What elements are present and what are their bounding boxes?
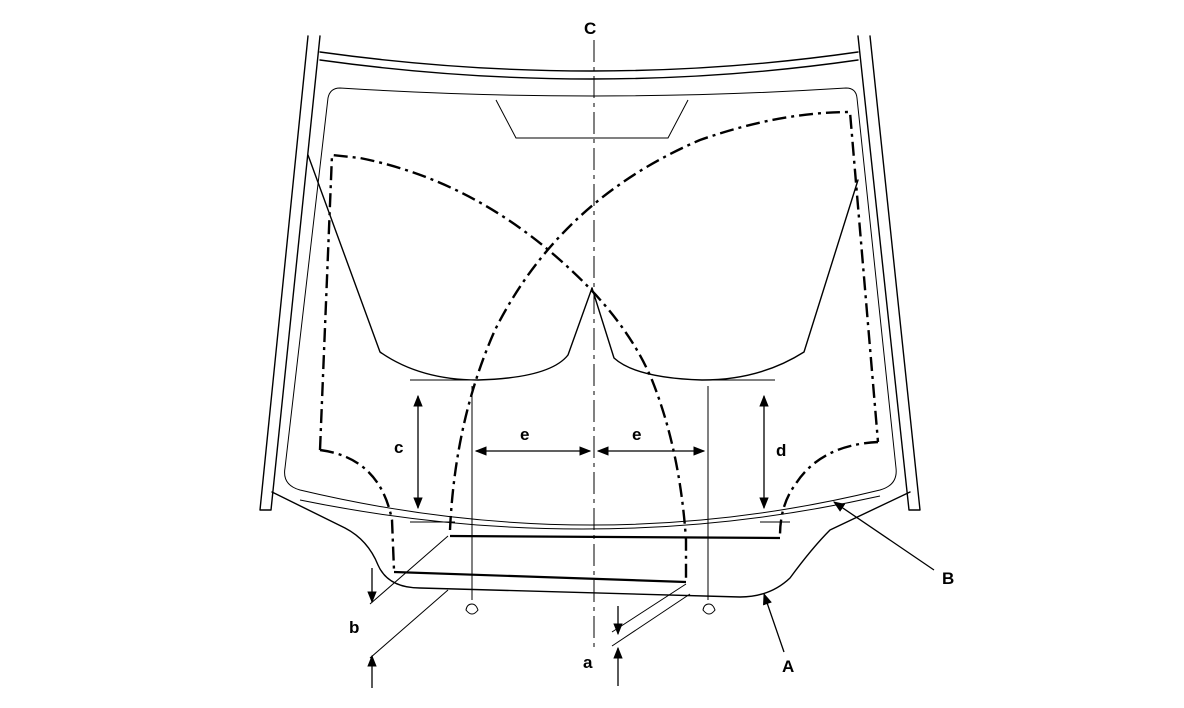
label-part-B: B	[942, 569, 954, 588]
wipe-area-boundary	[318, 110, 880, 580]
label-c: c	[394, 438, 403, 457]
dimension-e	[471, 386, 709, 600]
label-a: a	[583, 653, 593, 672]
label-e-right: e	[632, 425, 641, 444]
label-b: b	[349, 618, 359, 637]
dimension-d	[710, 379, 790, 523]
hood-edge	[271, 491, 911, 598]
leader-A	[763, 592, 785, 653]
label-centerline: C	[584, 19, 596, 38]
label-e-left: e	[520, 425, 529, 444]
a-pillar-left	[259, 35, 321, 511]
washer-nozzle-right-icon	[702, 603, 716, 615]
washer-nozzle-left-icon	[465, 603, 479, 615]
roof-edge	[319, 51, 859, 80]
wiper-lower-edge-right	[449, 534, 781, 540]
label-part-A: A	[782, 657, 794, 676]
cowl-line	[299, 495, 881, 530]
dimension-a	[611, 583, 691, 686]
label-d: d	[776, 441, 786, 460]
mirror-mount	[495, 99, 689, 139]
dimension-c	[410, 379, 480, 523]
a-pillar-right	[857, 35, 921, 511]
dimension-b	[367, 535, 449, 688]
windshield-glass-outline	[284, 87, 897, 526]
wiper-lower-edge-left	[393, 570, 687, 584]
unwiped-region-right	[591, 179, 859, 381]
unwiped-region-left	[307, 154, 593, 381]
leader-B	[833, 501, 935, 571]
